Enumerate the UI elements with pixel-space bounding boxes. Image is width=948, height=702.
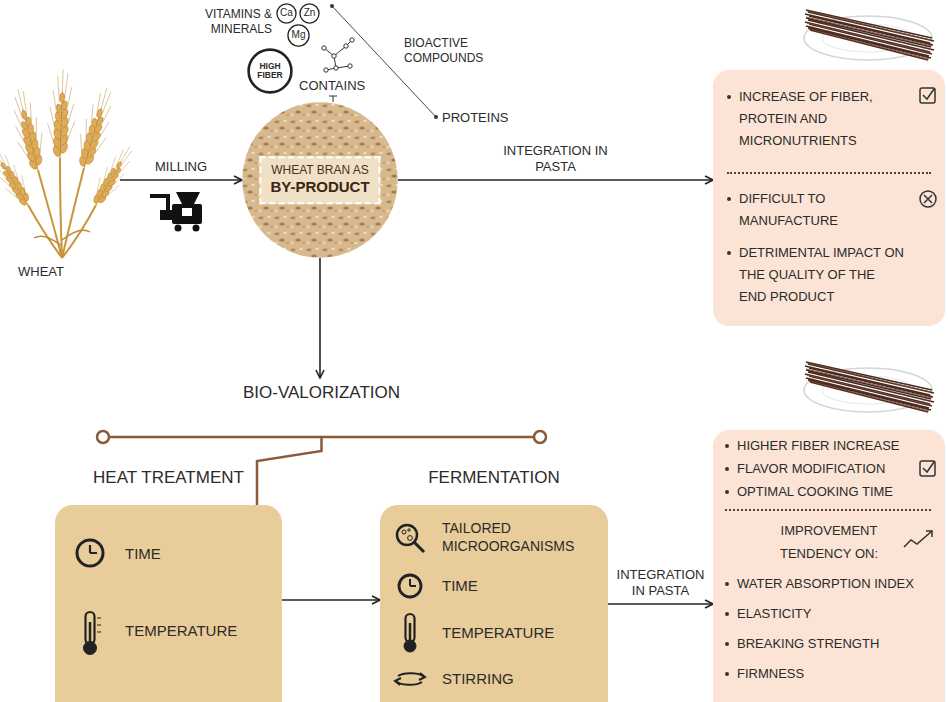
badge-text: Zn — [304, 7, 316, 20]
bullet-dot — [725, 444, 729, 448]
dashed-label-frame: WHEAT BRAN ASBY-PRODUCT — [259, 156, 380, 204]
process-box: FERMENTATIONTAILORED MICROORGANISMSTIMET… — [380, 505, 608, 702]
outcome-item: OPTIMAL COOKING TIME — [737, 480, 922, 503]
bullet-dot — [725, 672, 729, 676]
stirring-icon — [395, 673, 425, 685]
outcome-box: INCREASE OF FIBER, PROTEIN AND MICRONUTR… — [713, 70, 945, 326]
thermometer-icon — [404, 614, 416, 652]
connector-line — [257, 437, 322, 505]
pasta-plate — [804, 362, 934, 412]
outcome-item: BREAKING STRENGTH — [737, 633, 922, 655]
check-icon — [920, 461, 935, 476]
clock-icon — [77, 540, 103, 566]
bullet-dot — [725, 582, 729, 586]
badge-text: HIGH FIBER — [253, 62, 287, 81]
outcome-box: HIGHER FIBER INCREASEFLAVOR MODIFICATION… — [713, 430, 945, 702]
connector-arrow — [282, 599, 380, 601]
wheat-ear — [0, 142, 37, 210]
step-parameter: TIME — [442, 577, 478, 596]
box-heading: HEAT TREATMENT — [55, 467, 282, 488]
bran-circle: WHEAT BRAN ASBY-PRODUCT — [242, 102, 398, 258]
trend-icon — [904, 531, 932, 547]
circle-shape — [288, 25, 309, 46]
clock-icon — [399, 575, 421, 597]
wheat-ear — [72, 84, 120, 171]
wheat-ear — [5, 86, 50, 173]
molecule-icon — [322, 38, 354, 72]
fiber-badge: HIGH FIBER — [247, 48, 293, 94]
connector-arrow — [398, 179, 713, 181]
mill-icon — [150, 192, 202, 232]
thermometer-icon — [84, 612, 102, 655]
outcome-item: DIFFICULT TO MANUFACTURE — [739, 188, 905, 232]
outcome-item: WATER ABSORPTION INDEX — [737, 573, 922, 595]
bullet-dot — [727, 251, 731, 255]
step-parameter: TAILORED MICROORGANISMS — [442, 519, 592, 555]
bullet-dot — [725, 642, 729, 646]
mineral-circle: Mg — [287, 24, 310, 47]
mineral-circle: Zn — [299, 3, 320, 24]
node-label: BIO-VALORIZATION — [96, 382, 547, 403]
process-box: HEAT TREATMENTTIMETEMPERATURE — [55, 505, 282, 702]
connector-arrow — [120, 179, 242, 181]
wheat-node: WHEAT — [8, 88, 120, 280]
mineral-circle: Ca — [276, 3, 297, 24]
bullet-dot — [727, 95, 731, 99]
stage-heading: BIO-VALORIZATION — [96, 378, 547, 437]
edge-label: MILLING — [146, 159, 216, 175]
outcome-item: FLAVOR MODIFICATION — [737, 457, 922, 480]
circle-shape — [277, 4, 296, 23]
annotation-label: CONTAINS — [299, 78, 365, 94]
step-parameter: TEMPERATURE — [442, 624, 554, 643]
outcome-subheading: IMPROVEMENT TENDENCY ON: — [769, 519, 889, 565]
wheat-ear — [87, 141, 139, 210]
circle-title: BY-PRODUCT — [270, 178, 369, 197]
circle-shape — [249, 50, 292, 93]
circle-shape — [242, 102, 397, 257]
step-parameter: TEMPERATURE — [125, 622, 237, 641]
wheat-illustration — [0, 69, 139, 258]
edge-label: INTEGRATION IN PASTA — [501, 143, 611, 175]
outcome-item: HIGHER FIBER INCREASE — [737, 434, 922, 457]
pasta-plate — [804, 10, 934, 60]
bullet-dot — [725, 490, 729, 494]
dotted-separator — [725, 509, 931, 511]
cross-icon — [920, 191, 936, 207]
outcome-item: FIRMNESS — [737, 663, 922, 685]
node-label: WHEAT — [18, 264, 64, 280]
connector-arrow — [319, 258, 321, 378]
outcome-item: DETRIMENTAL IMPACT ON THE QUALITY OF THE… — [739, 242, 905, 308]
edge-label: INTEGRATION IN PASTA — [611, 567, 711, 599]
dotted-separator — [727, 172, 931, 174]
bullet-dot — [725, 467, 729, 471]
badge-text: Mg — [292, 29, 306, 42]
step-parameter: TIME — [125, 545, 161, 564]
box-heading: FERMENTATION — [380, 467, 608, 488]
annotation-label: PROTEINS — [442, 110, 508, 126]
circle-shape — [300, 4, 319, 23]
check-icon — [920, 88, 935, 103]
annotation-label: BIOACTIVE COMPOUNDS — [404, 36, 504, 66]
bullet-dot — [727, 197, 731, 201]
wheat-leaf — [34, 230, 90, 246]
badge-text: Ca — [280, 7, 293, 20]
connector-arrow — [608, 603, 713, 605]
outcome-item: INCREASE OF FIBER, PROTEIN AND MICRONUTR… — [739, 86, 905, 152]
outcome-item: ELASTICITY — [737, 603, 922, 625]
wheat-ear — [46, 69, 76, 158]
annotation-label: VITAMINS & MINERALS — [200, 7, 272, 37]
circle-caption: WHEAT BRAN AS — [270, 163, 369, 178]
wheat-stalk — [28, 158, 96, 258]
bullet-dot — [725, 612, 729, 616]
step-parameter: STIRRING — [442, 670, 514, 689]
microorganism-magnifier-icon — [397, 525, 424, 552]
